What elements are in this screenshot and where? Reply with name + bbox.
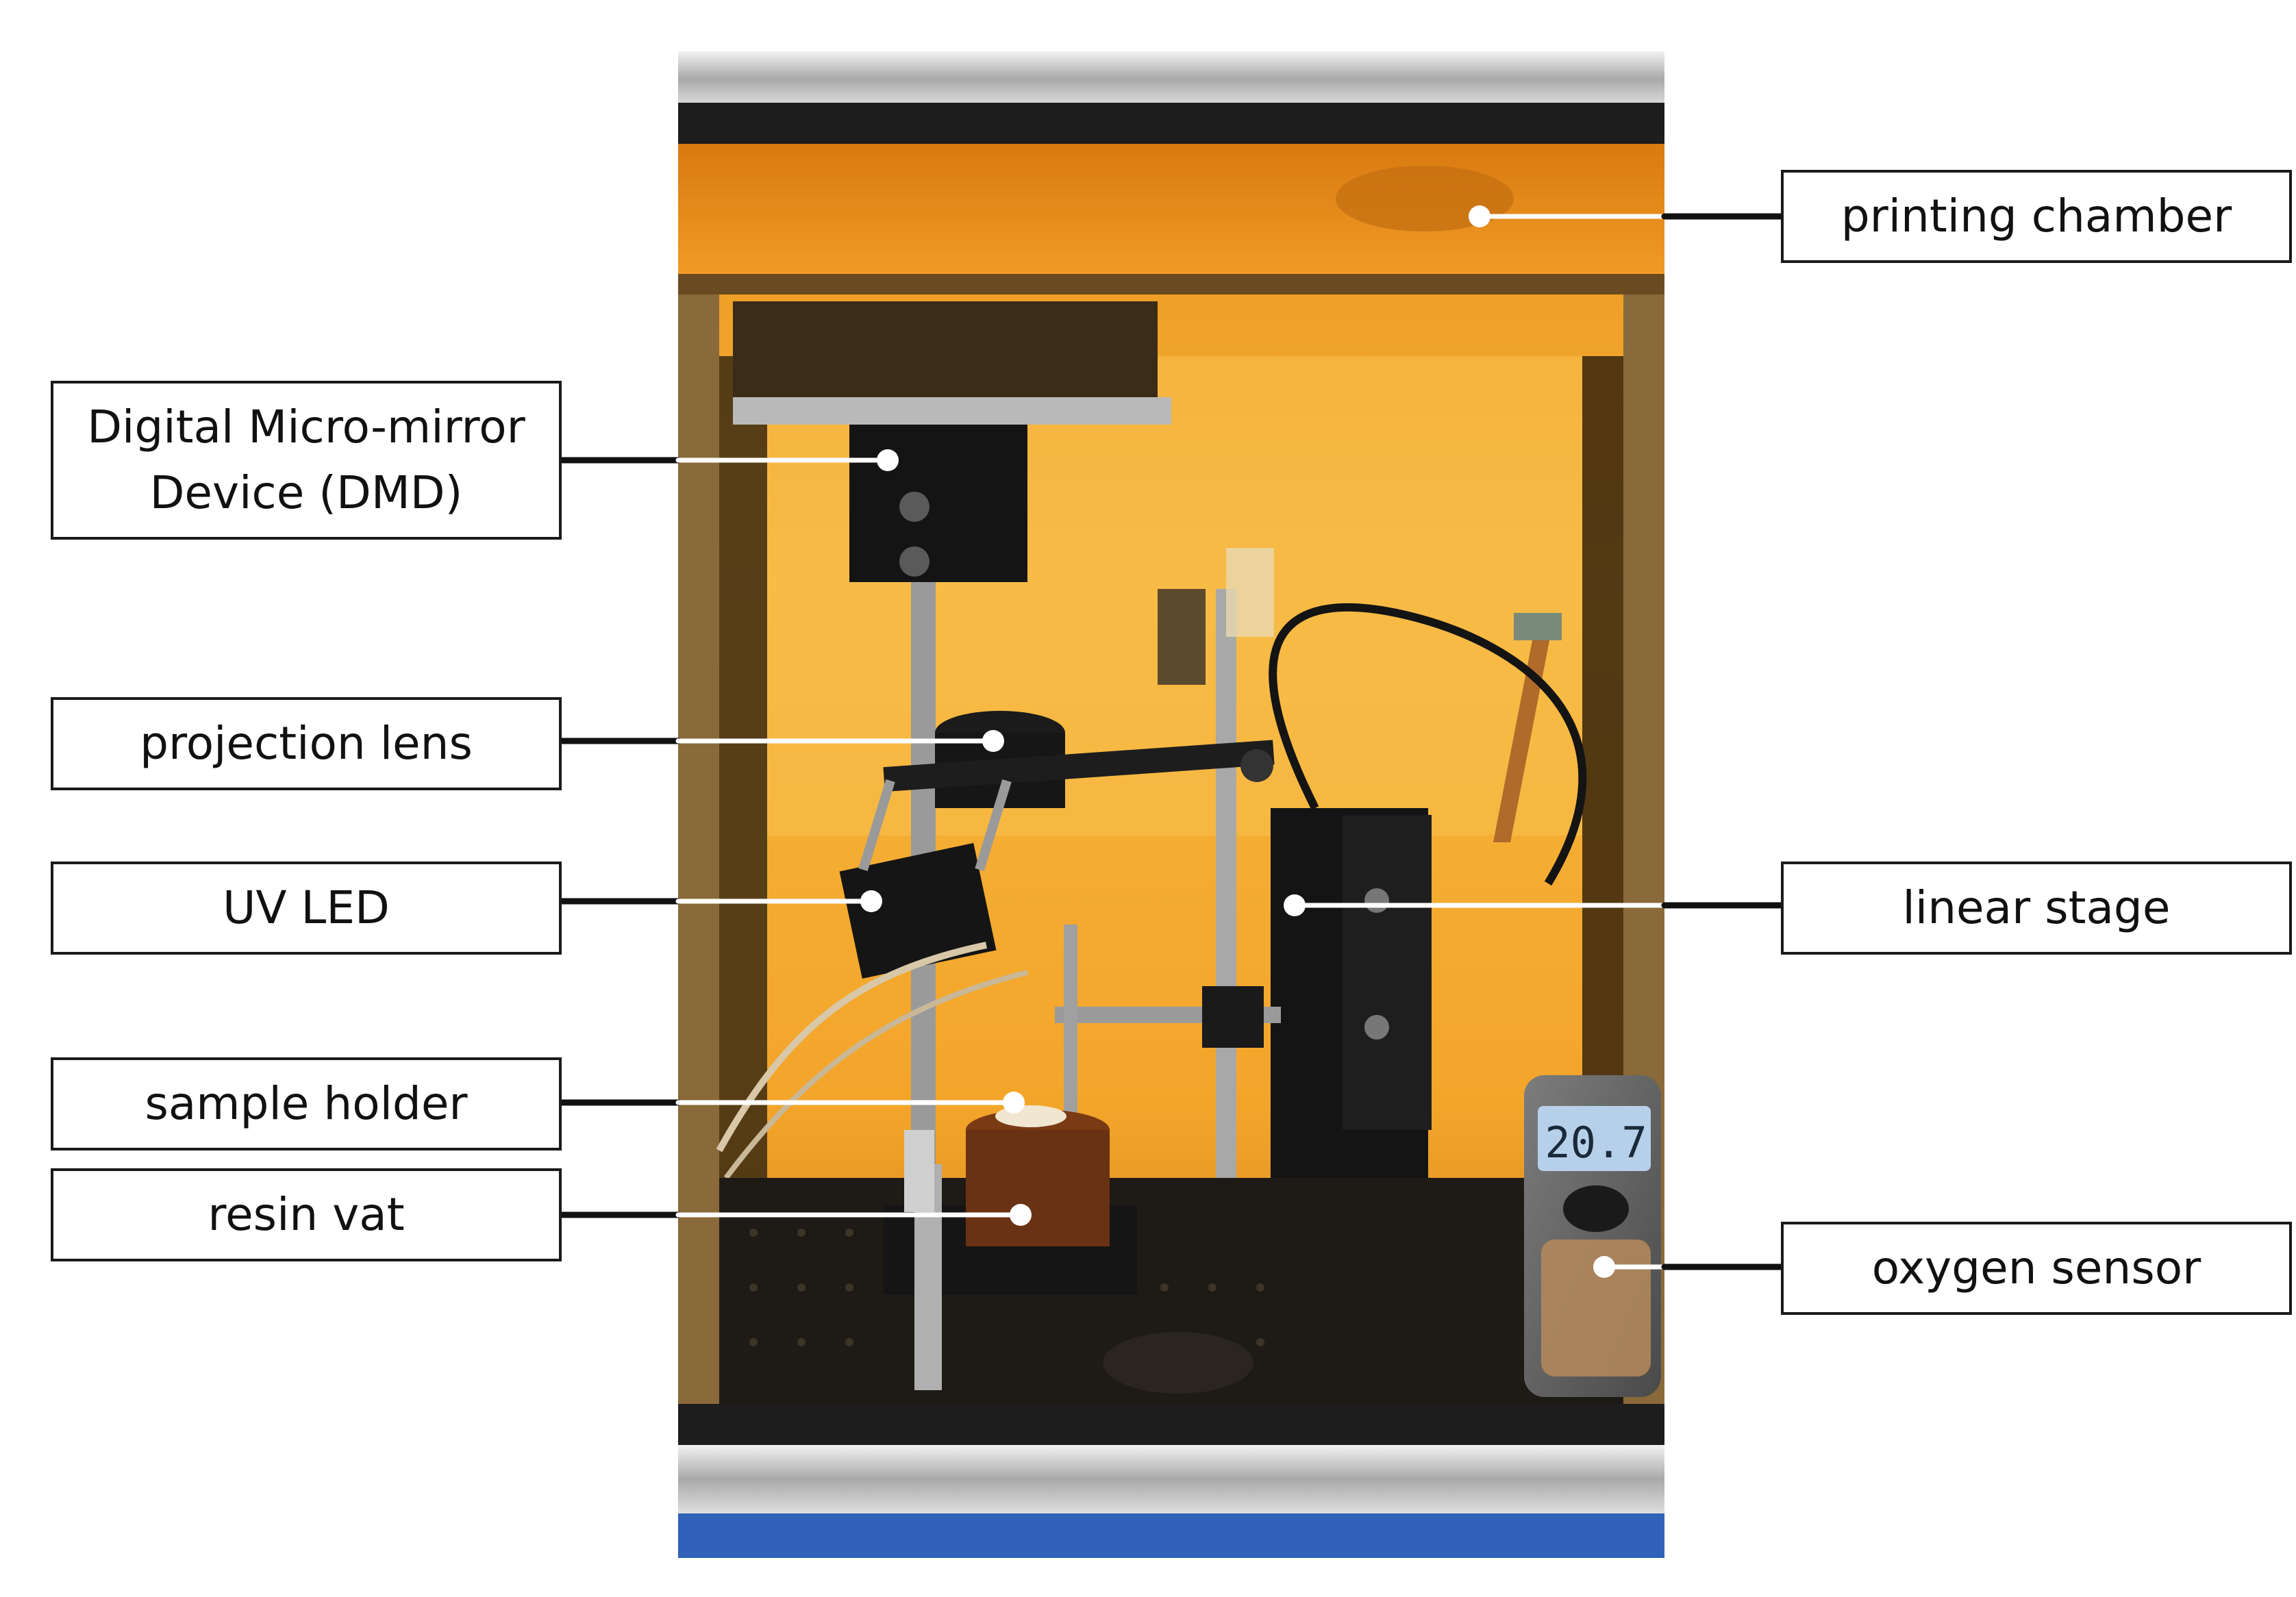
top-foam-strip	[678, 103, 1664, 144]
top-rail	[678, 51, 1664, 106]
sample-rod	[1064, 925, 1077, 1130]
wall-switch	[1226, 548, 1274, 637]
stage-dial	[1364, 888, 1389, 913]
stage-cable	[1269, 603, 1587, 886]
left-foam	[719, 356, 767, 1198]
uv-led-body	[839, 842, 997, 979]
label-projection-lens: projection lens	[51, 697, 562, 790]
lens-knob	[1240, 749, 1273, 782]
left-pillar	[678, 294, 719, 1404]
uv-led-rod	[858, 779, 895, 872]
stage-post	[1216, 589, 1236, 1240]
left-post-cap	[904, 1130, 934, 1212]
uv-led-rod	[975, 779, 1012, 872]
right-foam	[1582, 356, 1623, 1178]
oxygen-sensor-screen	[1538, 1106, 1651, 1171]
lens-mount-arm	[883, 740, 1275, 792]
cable-bundle	[723, 970, 1028, 1180]
leader-lines	[558, 205, 1784, 1278]
label-oxygen-sensor: oxygen sensor	[1781, 1222, 2292, 1315]
dmd-board	[733, 301, 1158, 411]
dmd-plate	[733, 397, 1171, 425]
wall-outlet	[1158, 589, 1206, 685]
bottom-rail	[678, 1445, 1664, 1513]
stage-clamp	[1202, 986, 1264, 1048]
stage-dial	[1364, 1015, 1389, 1040]
back-rod-cap	[1514, 613, 1562, 640]
label-sample-holder: sample holder	[51, 1057, 562, 1150]
label-printing-chamber: printing chamber	[1781, 170, 2292, 263]
dmd-body	[849, 425, 1027, 582]
label-dmd: Digital Micro-mirror Device (DMD)	[51, 381, 562, 540]
label-linear-stage: linear stage	[1781, 862, 2292, 955]
dmd-screw	[899, 546, 929, 577]
base-disk	[1103, 1332, 1253, 1394]
sensor-lower-panel	[1541, 1240, 1651, 1376]
sensor-reading: 20.7	[1545, 1118, 1647, 1168]
chamber-rail	[678, 274, 1664, 294]
resin-vat-body	[966, 1130, 1110, 1246]
label-uv-led: UV LED	[51, 862, 562, 955]
base-blue-strip	[678, 1513, 1664, 1558]
bottom-foam	[678, 1404, 1664, 1445]
linear-stage-plate	[1343, 815, 1432, 1130]
label-resin-vat: resin vat	[51, 1168, 562, 1261]
sensor-button	[1563, 1185, 1629, 1232]
dmd-screw	[899, 492, 929, 522]
chamber-top-panel	[678, 144, 1664, 274]
